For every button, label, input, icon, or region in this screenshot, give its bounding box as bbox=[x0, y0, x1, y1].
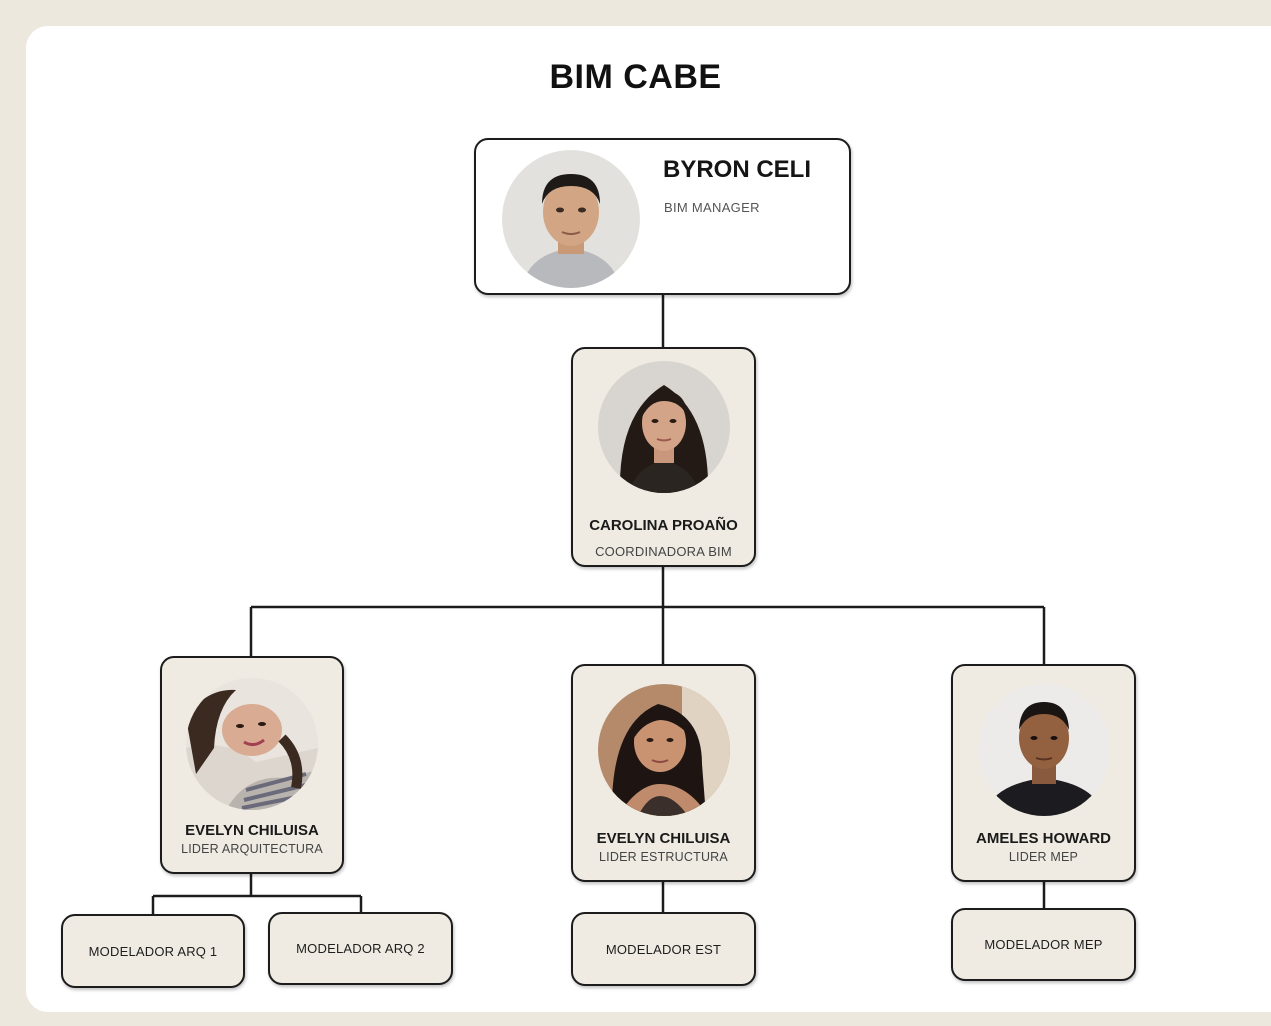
lead-arquitectura-card: EVELYN CHILUISA LIDER ARQUITECTURA bbox=[160, 656, 344, 874]
lead-estructura-card: EVELYN CHILUISA LIDER ESTRUCTURA bbox=[571, 664, 756, 882]
lead-mep-card: AMELES HOWARD LIDER MEP bbox=[951, 664, 1136, 882]
lead-arquitectura-avatar bbox=[186, 678, 318, 810]
lead-estructura-avatar bbox=[598, 684, 730, 816]
modelador-arq-2-label: MODELADOR ARQ 2 bbox=[296, 941, 425, 956]
modelador-arq-1-label: MODELADOR ARQ 1 bbox=[88, 943, 218, 959]
lead-arquitectura-role: LIDER ARQUITECTURA bbox=[181, 842, 323, 856]
modelador-est-label: MODELADOR EST bbox=[605, 941, 722, 957]
coordinator-avatar bbox=[598, 361, 730, 493]
lead-estructura-name: EVELYN CHILUISA bbox=[596, 830, 731, 847]
coordinator-card: CAROLINA PROAÑO COORDINADORA BIM bbox=[571, 347, 756, 567]
modelador-mep-label: MODELADOR MEP bbox=[984, 937, 1103, 952]
modelador-mep-card: MODELADOR MEP bbox=[951, 908, 1136, 981]
coordinator-name: CAROLINA PROAÑO bbox=[589, 517, 738, 534]
modelador-est-card: MODELADOR EST bbox=[571, 912, 756, 986]
modelador-arq-2-card: MODELADOR ARQ 2 bbox=[268, 912, 453, 985]
chart-title: BIM CABE bbox=[549, 58, 722, 96]
modelador-arq-1-card: MODELADOR ARQ 1 bbox=[61, 914, 245, 988]
coordinator-role: COORDINADORA BIM bbox=[595, 544, 732, 559]
manager-avatar bbox=[502, 150, 640, 288]
lead-estructura-role: LIDER ESTRUCTURA bbox=[599, 850, 728, 864]
lead-mep-role: LIDER MEP bbox=[1008, 850, 1079, 864]
lead-mep-avatar bbox=[978, 684, 1110, 816]
manager-name: BYRON CELI bbox=[663, 156, 812, 183]
lead-arquitectura-name: EVELYN CHILUISA bbox=[185, 822, 319, 839]
lead-mep-name: AMELES HOWARD bbox=[976, 830, 1111, 847]
manager-card: BYRON CELI BIM MANAGER bbox=[474, 138, 851, 295]
manager-role: BIM MANAGER bbox=[664, 200, 760, 215]
